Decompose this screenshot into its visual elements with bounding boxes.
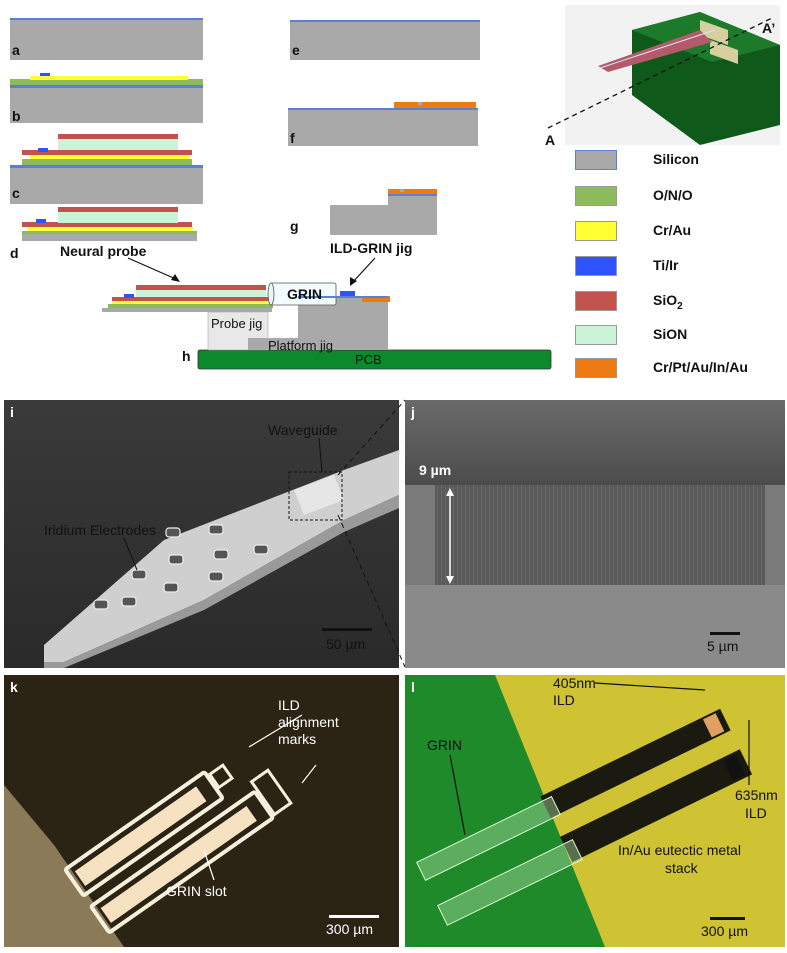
panel-j: j 9 µm 5 µm bbox=[405, 400, 785, 668]
step-e-diagram bbox=[290, 20, 480, 60]
ild-405-label-line2: ILD bbox=[553, 692, 575, 708]
platform-jig-label: Platform jig bbox=[268, 338, 334, 353]
ild-marks-label-line2: alignment bbox=[278, 714, 339, 730]
metal-stack-label-line2: stack bbox=[665, 860, 698, 876]
panel-l: l 405nm ILD GRIN 635nm ILD In/Au eutecti… bbox=[405, 675, 785, 947]
axis-a-label: A bbox=[545, 132, 556, 148]
panel-l-image bbox=[405, 675, 785, 947]
step-c-label: c bbox=[12, 185, 20, 201]
sion-swatch bbox=[575, 325, 617, 345]
step-c-diagram bbox=[10, 134, 203, 204]
ild-635-label-line1: 635nm bbox=[735, 787, 778, 803]
ild-grin-jig-label: ILD-GRIN jig bbox=[330, 240, 413, 256]
fabrication-diagram bbox=[10, 5, 780, 370]
zoom-connectors bbox=[337, 399, 406, 668]
grin-label: GRIN bbox=[287, 286, 322, 302]
panel-k-image bbox=[4, 675, 399, 947]
step-b-label: b bbox=[12, 108, 21, 124]
step-f-label: f bbox=[290, 130, 295, 146]
probe-3d-render bbox=[547, 5, 780, 145]
grin-l-label: GRIN bbox=[427, 737, 462, 753]
step-e-label: e bbox=[292, 42, 300, 58]
sio2-base-text: SiO bbox=[653, 292, 678, 308]
silicon-swatch bbox=[575, 150, 617, 170]
pcb-label: PCB bbox=[355, 352, 382, 367]
crau-swatch bbox=[575, 221, 617, 241]
ild-marks-label-line1: ILD bbox=[278, 697, 300, 713]
panel-k-letter: k bbox=[10, 679, 18, 695]
panel-j-image bbox=[405, 400, 785, 668]
metal-stack-label-line1: In/Au eutectic metal bbox=[618, 842, 741, 858]
panel-l-scale-label: 300 µm bbox=[701, 923, 748, 939]
ild-635-label-line2: ILD bbox=[745, 805, 767, 821]
ono-swatch bbox=[575, 186, 617, 206]
height-label: 9 µm bbox=[419, 462, 452, 478]
step-d-diagram bbox=[22, 207, 197, 241]
step-b-diagram bbox=[10, 73, 203, 123]
panel-i-image bbox=[4, 400, 399, 668]
step-g-label: g bbox=[290, 218, 299, 234]
step-a-label: a bbox=[12, 42, 20, 58]
legend-tiir-label: Ti/Ir bbox=[653, 257, 679, 273]
step-h-assembly bbox=[102, 282, 552, 370]
grin-slot-label: GRIN slot bbox=[166, 883, 227, 899]
legend-ono-label: O/N/O bbox=[653, 187, 693, 203]
axis-a-prime-label: A’ bbox=[762, 20, 776, 36]
legend-sio2-label: SiO2 bbox=[653, 292, 683, 312]
panel-k-scale-label: 300 µm bbox=[326, 921, 373, 937]
crpt-swatch bbox=[575, 358, 617, 378]
panel-j-letter: j bbox=[411, 404, 415, 420]
panel-k: k ILD alignment marks GRIN slot 300 µm bbox=[4, 675, 399, 947]
ild-marks-label-line3: marks bbox=[278, 731, 317, 747]
ild-405-label-line1: 405nm bbox=[553, 675, 596, 691]
iridium-electrodes-label: Iridium Electrodes bbox=[44, 522, 157, 538]
step-f-diagram bbox=[288, 102, 478, 146]
waveguide-label: Waveguide bbox=[268, 422, 338, 438]
step-a-diagram bbox=[10, 18, 203, 60]
legend-sion-label: SiON bbox=[653, 326, 688, 342]
step-d-label: d bbox=[10, 245, 19, 261]
legend-crpt-label: Cr/Pt/Au/In/Au bbox=[653, 359, 748, 375]
step-h-label: h bbox=[182, 348, 191, 364]
tiir-swatch bbox=[575, 256, 617, 276]
neural-probe-label: Neural probe bbox=[60, 243, 147, 259]
step-g-diagram bbox=[330, 189, 437, 235]
panel-i-letter: i bbox=[10, 404, 14, 420]
sio2-swatch bbox=[575, 291, 617, 311]
sio2-subscript: 2 bbox=[677, 300, 683, 312]
legend-crau-label: Cr/Au bbox=[653, 222, 692, 238]
panel-i-scale-label: 50 µm bbox=[326, 636, 366, 652]
fabrication-schematic: a b c d e f g h Neural probe ILD-GRIN ji… bbox=[0, 0, 787, 385]
panel-j-scale-label: 5 µm bbox=[707, 638, 739, 654]
legend-silicon-label: Silicon bbox=[653, 151, 699, 167]
panel-i: i Waveguide Iridium Electrodes 50 µm bbox=[4, 400, 399, 668]
probe-jig-label: Probe jig bbox=[211, 316, 263, 331]
panel-l-letter: l bbox=[411, 679, 415, 695]
